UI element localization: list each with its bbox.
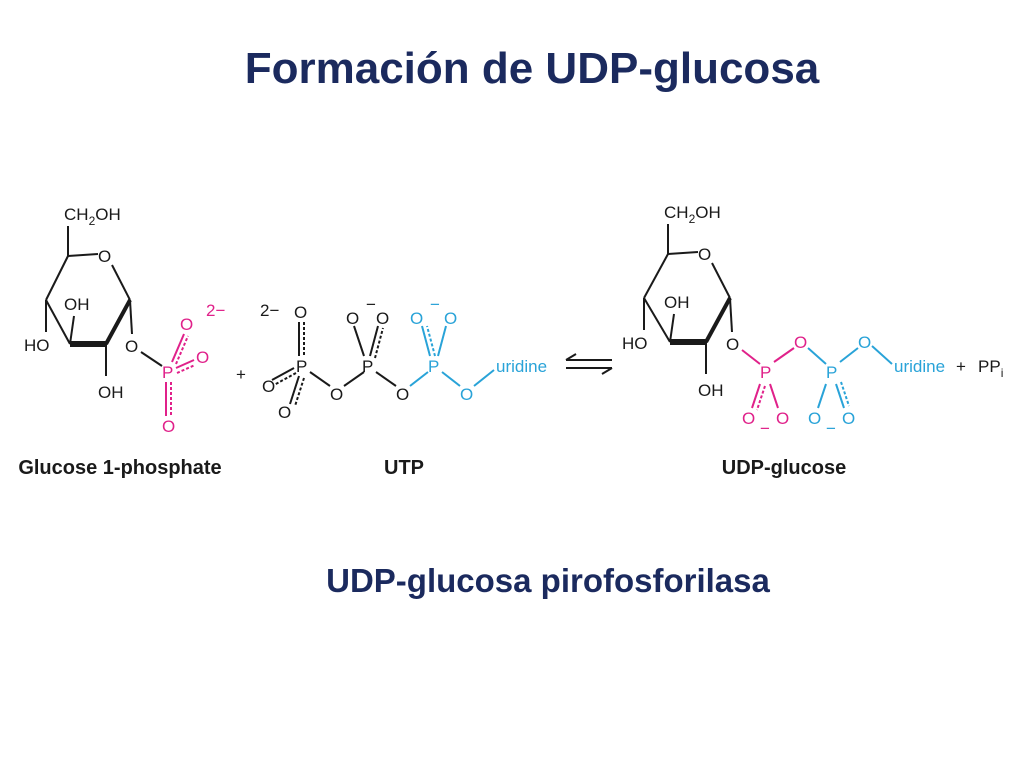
anomeric-oxygen: O xyxy=(125,337,138,356)
oxygen-atom: O xyxy=(162,417,175,436)
charge-label: 2− xyxy=(206,301,225,320)
plus-sign: + xyxy=(236,365,246,384)
ch2oh-group: CH2OH xyxy=(64,205,121,228)
phosphorus-atom: P xyxy=(162,363,173,382)
minus-charge: − xyxy=(366,295,376,314)
ring-oxygen: O xyxy=(98,247,111,266)
uridine-label: uridine xyxy=(496,357,547,376)
oxygen-atom: O xyxy=(396,385,409,404)
oh-label: OH xyxy=(64,295,90,314)
glucose-1-phosphate-structure: CH2OH O OH HO OH O P O O O 2− xyxy=(24,205,225,436)
bridging-oxygen: O xyxy=(858,333,871,352)
glucose-1-phosphate-label: Glucose 1-phosphate xyxy=(18,457,221,479)
oxygen-atom: O xyxy=(460,385,473,404)
phosphorus-atom: P xyxy=(760,363,771,382)
oxygen-atom: O xyxy=(808,409,821,428)
oh-label: OH xyxy=(98,383,124,402)
phosphorus-atom: P xyxy=(428,357,439,376)
utp-label: UTP xyxy=(384,457,424,479)
udp-glucose-label: UDP-glucose xyxy=(722,457,846,479)
oxygen-atom: O xyxy=(742,409,755,428)
minus-charge: − xyxy=(826,419,836,438)
oxygen-atom: O xyxy=(294,303,307,322)
oh-label: OH xyxy=(698,381,724,400)
bridging-oxygen: O xyxy=(794,333,807,352)
phosphorus-atom: P xyxy=(826,363,837,382)
phosphorus-atom: P xyxy=(362,357,373,376)
udp-glucose-structure: CH2OH O OH HO OH O P O O O − P O uridine… xyxy=(622,203,945,438)
oxygen-atom: O xyxy=(262,377,275,396)
utp-structure: 2− O P O O O P O O − O P O O − O uridine xyxy=(260,295,547,422)
ho-label: HO xyxy=(622,334,648,353)
oxygen-atom: O xyxy=(330,385,343,404)
oxygen-atom: O xyxy=(444,309,457,328)
oxygen-atom: O xyxy=(180,315,193,334)
oxygen-atom: O xyxy=(842,409,855,428)
oh-label: OH xyxy=(664,293,690,312)
oxygen-atom: O xyxy=(376,309,389,328)
oxygen-atom: O xyxy=(410,309,423,328)
oxygen-atom: O xyxy=(776,409,789,428)
ring-oxygen: O xyxy=(698,245,711,264)
page-title: Formación de UDP-glucosa xyxy=(244,44,820,93)
oxygen-atom: O xyxy=(278,403,291,422)
charge-label: 2− xyxy=(260,301,279,320)
oxygen-atom: O xyxy=(196,348,209,367)
plus-sign: + xyxy=(956,357,966,376)
enzyme-name: UDP-glucosa pirofosforilasa xyxy=(326,562,770,599)
ch2oh-group: CH2OH xyxy=(664,203,721,226)
oxygen-atom: O xyxy=(346,309,359,328)
phosphorus-atom: P xyxy=(296,357,307,376)
anomeric-oxygen: O xyxy=(726,335,739,354)
pyrophosphate-label: PPi xyxy=(978,357,1003,380)
equilibrium-arrow xyxy=(565,353,613,375)
ho-label: HO xyxy=(24,336,50,355)
minus-charge: − xyxy=(760,419,770,438)
uridine-label: uridine xyxy=(894,357,945,376)
minus-charge: − xyxy=(430,295,440,314)
